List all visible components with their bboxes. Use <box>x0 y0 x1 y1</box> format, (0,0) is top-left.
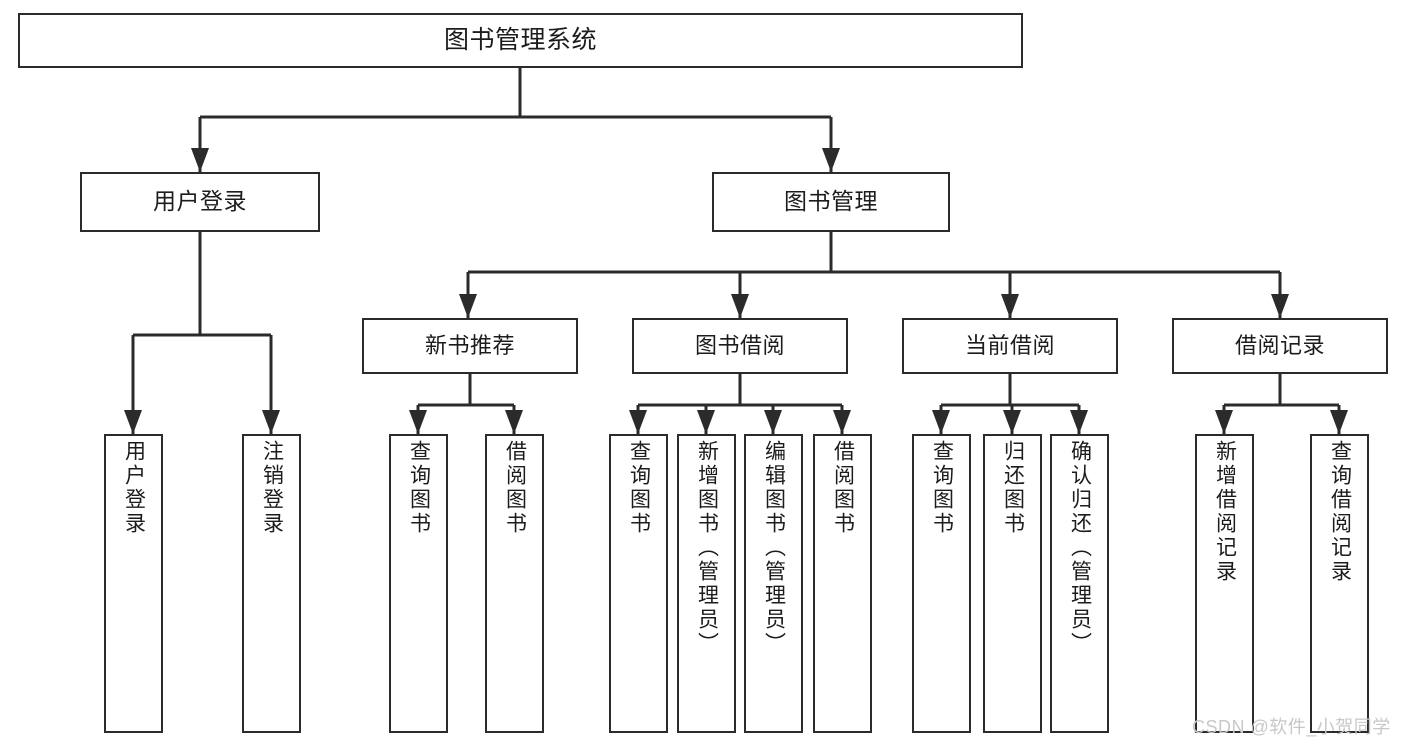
node-root[interactable]: 图书管理系统 <box>18 13 1023 68</box>
node-user-login[interactable]: 用户登录 <box>80 172 320 232</box>
node-label: 借阅记录 <box>1234 333 1325 359</box>
arrowhead-icon <box>1001 294 1019 318</box>
node-leaf-edit-book[interactable]: 编辑图书（管理员） <box>744 434 803 733</box>
node-label: 查询图书 <box>930 440 954 536</box>
node-leaf-query-book-1[interactable]: 查询图书 <box>389 434 448 733</box>
arrowhead-icon <box>1271 294 1289 318</box>
node-label: 借阅图书 <box>503 440 527 536</box>
node-leaf-return-book[interactable]: 归还图书 <box>983 434 1042 733</box>
node-label: 当前借阅 <box>964 333 1055 359</box>
node-label: 注销登录 <box>260 440 284 536</box>
arrowhead-icon <box>731 294 749 318</box>
node-label: 确认归还（管理员） <box>1068 440 1092 656</box>
node-book-manage[interactable]: 图书管理 <box>712 172 950 232</box>
node-leaf-query-record[interactable]: 查询借阅记录 <box>1310 434 1369 733</box>
arrowhead-icon <box>764 410 782 434</box>
node-leaf-confirm-return[interactable]: 确认归还（管理员） <box>1050 434 1109 733</box>
arrowhead-icon <box>822 148 840 172</box>
node-leaf-query-book-3[interactable]: 查询图书 <box>912 434 971 733</box>
node-leaf-user-login[interactable]: 用户登录 <box>104 434 163 733</box>
node-label: 归还图书 <box>1001 440 1025 536</box>
node-current-borrow[interactable]: 当前借阅 <box>902 318 1118 374</box>
node-borrow-record[interactable]: 借阅记录 <box>1172 318 1388 374</box>
arrowhead-icon <box>124 410 142 434</box>
arrowhead-icon <box>191 148 209 172</box>
node-leaf-borrow-book-1[interactable]: 借阅图书 <box>485 434 544 733</box>
arrowhead-icon <box>1003 410 1021 434</box>
arrowhead-icon <box>1330 410 1348 434</box>
node-label: 图书管理系统 <box>443 25 597 54</box>
node-label: 图书借阅 <box>694 333 785 359</box>
node-label: 查询图书 <box>627 440 651 536</box>
node-label: 查询借阅记录 <box>1328 440 1352 584</box>
arrowhead-icon <box>1215 410 1233 434</box>
node-label: 借阅图书 <box>831 440 855 536</box>
arrowhead-icon <box>932 410 950 434</box>
node-leaf-logout-login[interactable]: 注销登录 <box>242 434 301 733</box>
node-label: 编辑图书（管理员） <box>762 440 786 656</box>
arrowhead-icon <box>697 410 715 434</box>
arrowhead-icon <box>409 410 427 434</box>
arrowhead-icon <box>262 410 280 434</box>
arrowhead-icon <box>629 410 647 434</box>
node-leaf-add-book[interactable]: 新增图书（管理员） <box>677 434 736 733</box>
arrowhead-icon <box>833 410 851 434</box>
arrowhead-icon <box>1070 410 1088 434</box>
node-label: 用户登录 <box>122 440 146 536</box>
node-leaf-query-book-2[interactable]: 查询图书 <box>609 434 668 733</box>
node-label: 新书推荐 <box>424 333 515 359</box>
node-label: 新增借阅记录 <box>1213 440 1237 584</box>
node-label: 新增图书（管理员） <box>695 440 719 656</box>
node-leaf-add-record[interactable]: 新增借阅记录 <box>1195 434 1254 733</box>
arrowhead-icon <box>459 294 477 318</box>
node-leaf-borrow-book-2[interactable]: 借阅图书 <box>813 434 872 733</box>
node-book-borrow[interactable]: 图书借阅 <box>632 318 848 374</box>
node-new-book-rec[interactable]: 新书推荐 <box>362 318 578 374</box>
arrowhead-icon <box>505 410 523 434</box>
node-label: 图书管理 <box>784 188 878 215</box>
node-label: 查询图书 <box>407 440 431 536</box>
node-label: 用户登录 <box>153 188 247 215</box>
